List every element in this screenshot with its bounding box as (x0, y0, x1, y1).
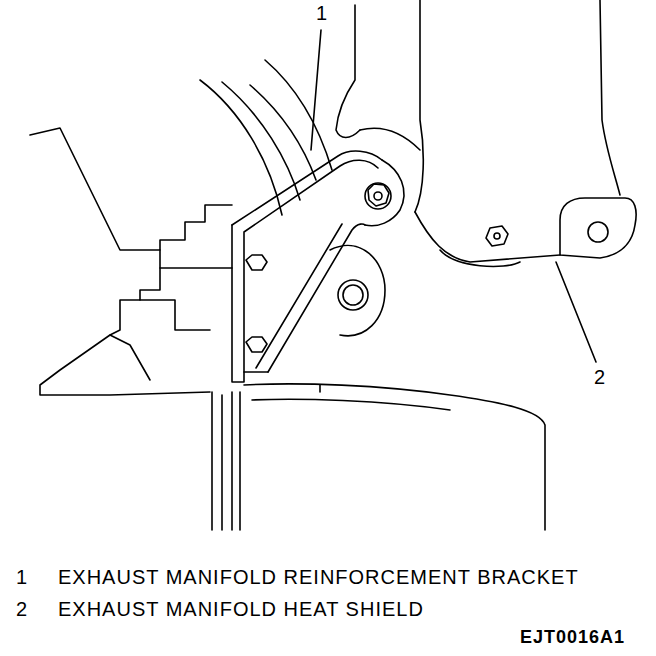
callout-number: 1 (16, 566, 28, 588)
part-name: EXHAUST MANIFOLD HEAT SHIELD (58, 598, 424, 620)
figure-code: EJT0016A1 (520, 628, 625, 648)
callout-number: 1 (316, 2, 328, 24)
part-name: EXHAUST MANIFOLD REINFORCEMENT BRACKET (58, 566, 579, 588)
callout-number: 2 (594, 366, 606, 388)
callout-number: 2 (16, 598, 28, 620)
